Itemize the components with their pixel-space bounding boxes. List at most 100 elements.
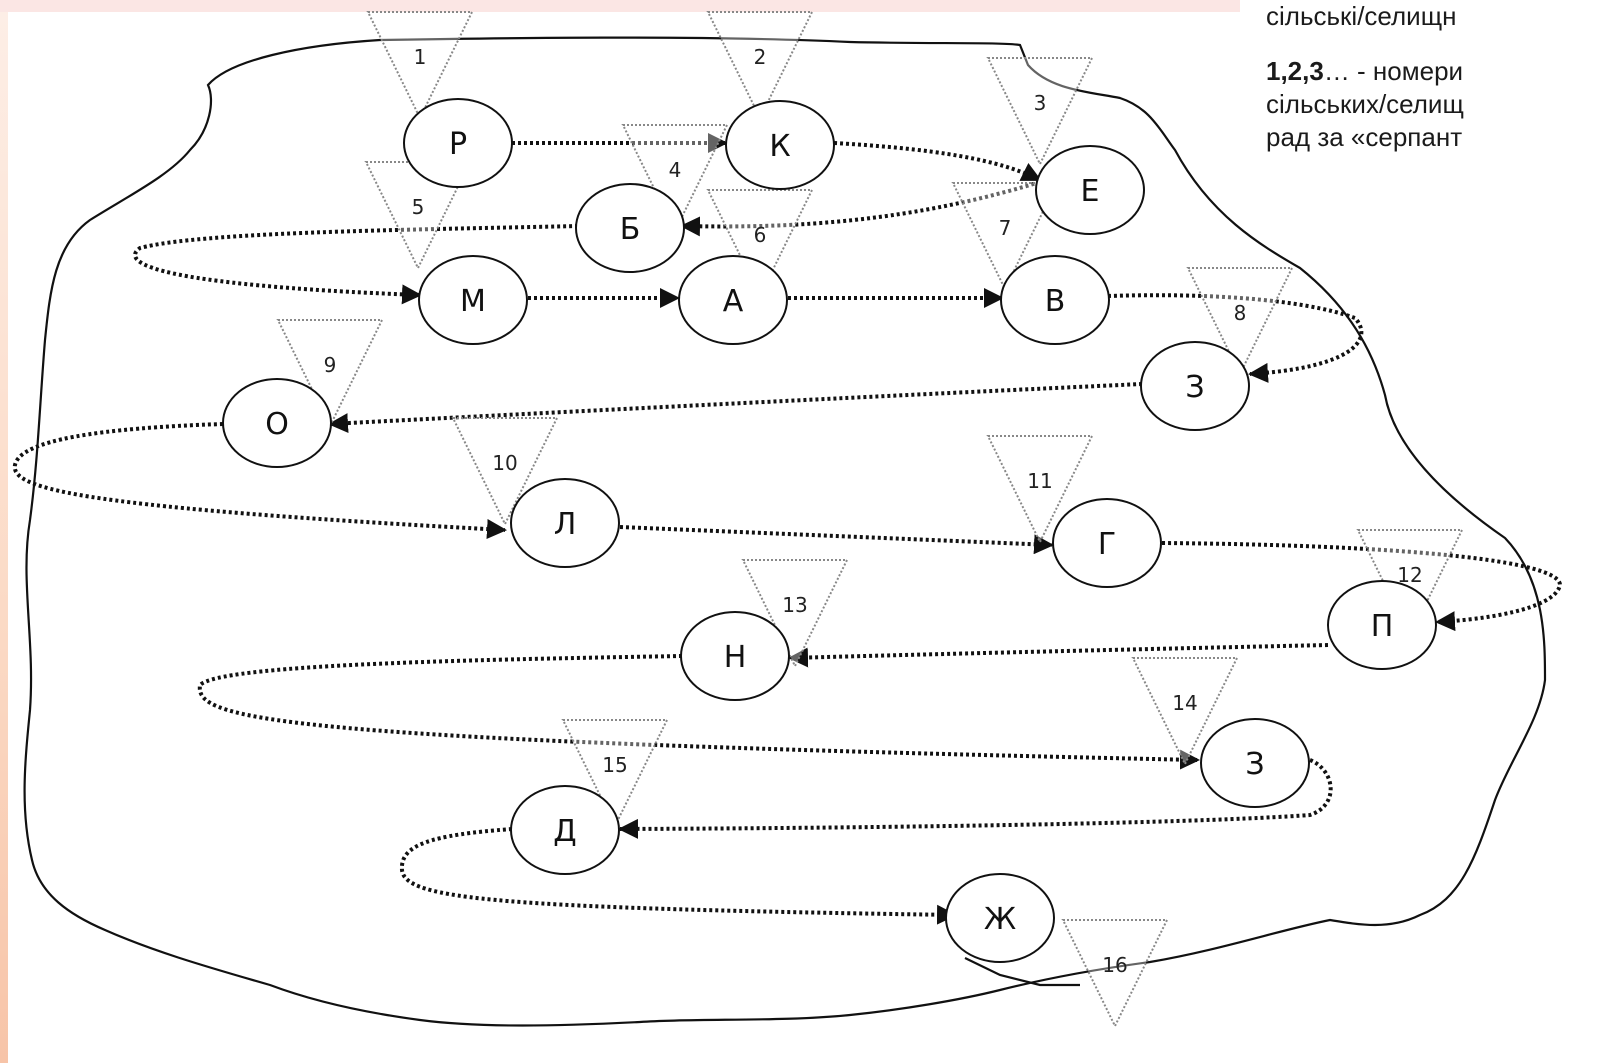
node-label: З — [1245, 747, 1264, 782]
node-n1: Р — [403, 98, 513, 188]
node-circle — [510, 785, 620, 875]
triangle-number: 2 — [754, 45, 767, 69]
node-circle — [1000, 255, 1110, 345]
node-circle — [403, 98, 513, 188]
serpentine-route — [12, 133, 1563, 925]
node-n7: В — [1000, 255, 1110, 345]
route-segment-14 — [618, 758, 1333, 839]
node-label: В — [1045, 284, 1066, 319]
node-circle — [1052, 498, 1162, 588]
route-segment-15 — [399, 827, 957, 925]
triangle-number: 15 — [602, 753, 627, 777]
route-segment-2 — [833, 141, 1042, 182]
node-circle — [678, 255, 788, 345]
node-label: М — [460, 284, 486, 319]
top-decor-band — [0, 0, 1240, 12]
triangle-marker-14: 14 — [1131, 657, 1239, 767]
legend-numbers-bold: 1,2,3 — [1266, 56, 1324, 86]
legend-text: сільські/селищн 1,2,3… - номери сільськи… — [1266, 0, 1623, 154]
triangle-marker-7: 7 — [951, 182, 1059, 292]
triangle-number: 16 — [1102, 953, 1127, 977]
node-n12: П — [1327, 580, 1437, 670]
node-n9: О — [222, 378, 332, 468]
node-label: Д — [553, 814, 576, 849]
node-circle — [945, 873, 1055, 963]
node-n8: З — [1140, 341, 1250, 431]
node-circle — [725, 100, 835, 190]
triangle-marker-11: 11 — [986, 435, 1094, 545]
node-label: Л — [554, 507, 577, 542]
district-boundary-inner — [964, 957, 1080, 987]
route-segment-3 — [680, 180, 1041, 237]
node-label: Ж — [984, 902, 1016, 937]
legend-line-1: сільські/селищн — [1266, 1, 1457, 31]
node-circle — [1327, 580, 1437, 670]
triangle-marker-2: 2 — [706, 11, 814, 121]
node-circle — [1200, 718, 1310, 808]
node-circle — [575, 183, 685, 273]
node-label: Р — [449, 127, 467, 162]
node-label: Н — [724, 640, 747, 675]
route-segment-13 — [197, 654, 1200, 770]
node-n3: Е — [1035, 145, 1145, 235]
triangle-number: 10 — [492, 451, 517, 475]
triangle-number: 7 — [999, 216, 1012, 240]
node-label: О — [265, 407, 289, 442]
node-circle — [1140, 341, 1250, 431]
triangle-number: 13 — [782, 593, 807, 617]
legend-line-3: сільських/селищ — [1266, 89, 1464, 119]
node-n11: Г — [1052, 498, 1162, 588]
triangle-number: 14 — [1172, 691, 1197, 715]
triangle-marker-10: 10 — [451, 417, 559, 527]
triangle-marker-6: 6 — [706, 189, 814, 299]
node-circle — [1035, 145, 1145, 235]
node-layer: Р К Е Б М А В З О Л Г П Н З Д Ж — [222, 98, 1437, 963]
node-n15: Д — [510, 785, 620, 875]
node-n6: А — [678, 255, 788, 345]
route-segment-4 — [133, 224, 579, 305]
route-segment-8 — [328, 382, 1143, 434]
node-n5: М — [418, 255, 528, 345]
triangle-number: 9 — [324, 353, 337, 377]
triangle-marker-9: 9 — [276, 319, 384, 429]
triangle-marker-1: 1 — [366, 11, 474, 121]
triangle-marker-4: 4 — [621, 124, 729, 234]
node-circle — [418, 255, 528, 345]
route-segment-11 — [1161, 541, 1563, 632]
route-segment-7 — [1107, 293, 1364, 383]
node-label: К — [769, 129, 790, 164]
route-segment-12 — [788, 643, 1329, 668]
node-circle — [510, 478, 620, 568]
triangle-number: 1 — [414, 45, 427, 69]
node-label: З — [1185, 370, 1204, 405]
triangle-marker-8: 8 — [1186, 267, 1294, 377]
node-n4: Б — [575, 183, 685, 273]
node-n13: Н — [680, 611, 790, 701]
node-n16: Ж — [945, 873, 1055, 963]
node-label: А — [723, 284, 744, 319]
node-circle — [222, 378, 332, 468]
triangle-marker-13: 13 — [741, 559, 849, 669]
route-segment-9 — [12, 422, 507, 540]
legend-line-2: 1,2,3… - номери — [1266, 55, 1623, 88]
triangle-marker-15: 15 — [561, 719, 669, 829]
district-boundary — [23, 36, 1547, 1027]
triangle-number: 3 — [1034, 91, 1047, 115]
triangle-number: 11 — [1027, 469, 1052, 493]
node-n14: З — [1200, 718, 1310, 808]
triangle-number: 5 — [412, 195, 425, 219]
node-label: Б — [620, 212, 641, 247]
node-circle — [680, 611, 790, 701]
triangle-number: 8 — [1234, 301, 1247, 325]
triangle-number: 4 — [669, 158, 682, 182]
triangle-marker-16: 16 — [1061, 919, 1169, 1029]
node-n10: Л — [510, 478, 620, 568]
node-label: П — [1371, 609, 1394, 644]
route-segment-10 — [619, 525, 1054, 555]
node-label: Г — [1098, 527, 1116, 562]
legend-numbers-rest: … - номери — [1323, 56, 1464, 86]
left-decor-band — [0, 12, 8, 1063]
triangle-number: 6 — [754, 223, 767, 247]
node-label: Е — [1081, 174, 1100, 209]
